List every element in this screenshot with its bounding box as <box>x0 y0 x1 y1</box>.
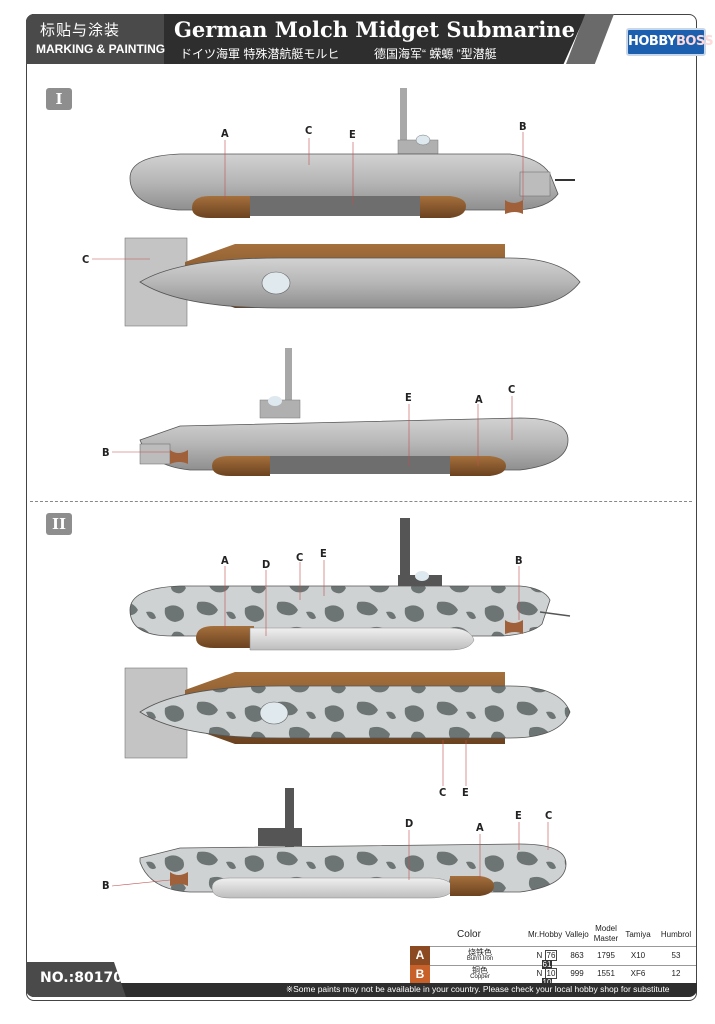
hobbyboss-logo: HOBBYBOSS <box>626 28 714 56</box>
modelmaster-a: 1795 <box>597 951 615 960</box>
label-c: C <box>296 551 304 564</box>
col-vallejo: Vallejo <box>565 930 589 939</box>
color-cn-a: 烧铁色 <box>468 948 492 957</box>
mrhobby-a: N 76 61 <box>530 950 564 969</box>
title-cn: 标贴与涂装 <box>40 22 121 39</box>
view-2-side <box>129 518 571 651</box>
header-left-panel <box>26 14 164 64</box>
mrhobby-code-alt: 10 <box>541 978 553 987</box>
swatch-a: A <box>410 946 430 965</box>
label-b: B <box>102 446 110 459</box>
label-e: E <box>405 391 412 404</box>
view-1-side <box>129 88 575 218</box>
footer-bar: ※Some paints may not be available in you… <box>26 983 697 997</box>
logo-text-hobby: HOBBY <box>628 34 676 49</box>
label-a: A <box>221 554 229 567</box>
title-cn-sub: 德国海军“ 蝾螈 ”型潜艇 <box>374 47 497 61</box>
label-b: B <box>102 879 110 892</box>
leader-lines <box>92 132 549 887</box>
humbrol-a: 53 <box>671 951 681 960</box>
logo-text-boss: BOSS <box>675 34 714 49</box>
modelmaster-b: 1551 <box>597 969 615 978</box>
col-humbrol: Humbrol <box>660 930 692 939</box>
label-b: B <box>515 554 523 567</box>
view-2-side-reverse <box>139 788 567 899</box>
vallejo-b: 999 <box>570 969 584 978</box>
label-a: A <box>221 127 229 140</box>
header-bar: 标贴与涂装 MARKING & PAINTING German Molch Mi… <box>26 14 714 64</box>
section-badge-1: I <box>46 88 72 110</box>
color-en-b: Copper <box>470 974 490 980</box>
paint-availability-note: ※Some paints may not be available in you… <box>286 984 670 994</box>
view-1-side-reverse <box>139 348 569 476</box>
mrhobby-code: 10 <box>544 968 558 979</box>
mrhobby-prefix: N <box>536 969 543 978</box>
view-1-top <box>124 237 581 327</box>
mrhobby-code: 76 <box>544 950 558 961</box>
col-modelmaster: Model Master <box>593 924 619 943</box>
table-header-row: Color Mr.Hobby Vallejo Model Master Tami… <box>410 924 696 947</box>
mrhobby-b: N 10 10 <box>530 968 564 987</box>
product-number-tab: NO.:80170 <box>26 962 126 997</box>
label-b: B <box>519 120 527 133</box>
table-row: B 铜色 Copper N 10 10 999 1551 XF6 12 <box>410 965 696 987</box>
mrhobby-prefix: N <box>536 951 543 960</box>
product-number: NO.:80170 <box>40 970 123 986</box>
mrhobby-code-alt: 61 <box>541 960 553 969</box>
color-en-a: Burnt Iron <box>466 956 494 962</box>
title-jp: ドイツ海軍 特殊潜航艇モルヒ <box>180 47 340 61</box>
label-e: E <box>320 547 327 560</box>
label-c: C <box>439 786 447 799</box>
tamiya-b: XF6 <box>630 969 646 978</box>
col-tamiya: Tamiya <box>625 930 651 939</box>
label-c: C <box>82 253 90 266</box>
page-title: German Molch Midget Submarine <box>174 17 575 42</box>
label-d: D <box>262 558 271 571</box>
label-e: E <box>349 128 356 141</box>
color-cn-b: 铜色 <box>472 966 488 975</box>
swatch-b: B <box>410 965 430 983</box>
tamiya-a: X10 <box>630 951 646 960</box>
label-e: E <box>462 786 469 799</box>
title-marking-painting: MARKING & PAINTING <box>36 42 166 56</box>
col-mrhobby: Mr.Hobby <box>528 930 563 939</box>
label-d: D <box>405 817 414 830</box>
label-e: E <box>515 809 522 822</box>
vallejo-a: 863 <box>570 951 584 960</box>
label-a: A <box>476 821 484 834</box>
table-row: A 烧铁色 Burnt Iron N 76 61 863 1795 X10 53 <box>410 946 696 969</box>
section-badge-2: II <box>46 513 72 535</box>
section-divider <box>30 501 692 502</box>
label-c: C <box>545 809 553 822</box>
col-color: Color <box>457 929 481 940</box>
label-c: C <box>508 383 516 396</box>
view-2-top <box>124 667 571 759</box>
label-c: C <box>305 124 313 137</box>
humbrol-b: 12 <box>671 969 681 978</box>
label-a: A <box>475 393 483 406</box>
